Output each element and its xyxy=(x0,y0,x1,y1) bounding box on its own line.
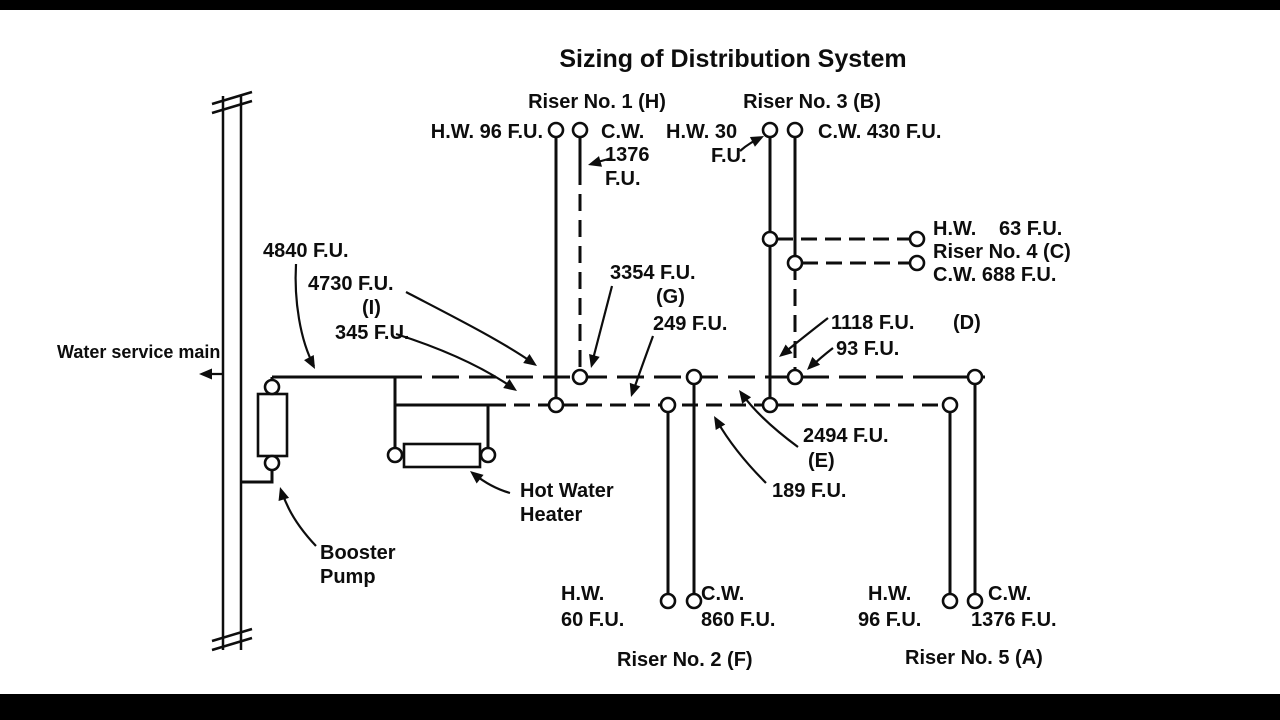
riser4-hw-value: 63 F.U. xyxy=(999,218,1062,240)
riser2-hw-value: 60 F.U. xyxy=(561,609,624,631)
riser3-hw-label: H.W. 30 xyxy=(666,121,737,143)
pipe-fitting xyxy=(659,592,677,610)
riser1-hw-label: H.W. 96 F.U. xyxy=(431,121,543,143)
riser5-cw-value: 1376 F.U. xyxy=(971,609,1057,631)
callout-arrow-heater xyxy=(470,471,511,495)
riser1-cw-units: F.U. xyxy=(605,168,641,190)
callout-arrow-4840 xyxy=(294,263,315,369)
pipe-fitting xyxy=(966,592,984,610)
callout-arrow-3354 xyxy=(589,285,614,368)
heater-label-line2: Heater xyxy=(520,504,582,526)
pipe-fitting xyxy=(786,254,804,272)
pump-return-pipe xyxy=(241,469,274,484)
callout-arrow-189 xyxy=(714,416,767,484)
callout-arrow-249 xyxy=(629,335,655,397)
callout-arrow-hw30 xyxy=(739,136,764,152)
riser5-cw-label: C.W. xyxy=(988,583,1031,605)
annotation-3354-tag: (G) xyxy=(656,286,685,308)
pipe-fitting xyxy=(386,446,404,464)
riser-4-pipes xyxy=(761,230,926,272)
riser1-cw-label: C.W. xyxy=(601,121,644,143)
pipe-fitting xyxy=(941,396,959,414)
hot-water-heater xyxy=(386,377,497,469)
callout-arrow-4730 xyxy=(405,291,537,366)
riser5-title: Riser No. 5 (A) xyxy=(905,647,1043,669)
water-service-main-pipe xyxy=(199,90,253,652)
callout-arrow-93 xyxy=(807,347,834,370)
pipe-fitting xyxy=(908,230,926,248)
callout-arrow-2494 xyxy=(739,390,799,448)
pipe-fitting xyxy=(908,254,926,272)
riser1-cw-value: 1376 xyxy=(605,144,650,166)
pipe-fitting xyxy=(547,396,565,414)
annotation-4730-tag: (I) xyxy=(362,297,381,319)
annotation-1118-tag: (D) xyxy=(953,312,981,334)
flow-arrow-head xyxy=(199,368,212,380)
annotation-4730: 4730 F.U. xyxy=(308,273,394,295)
riser3-cw-label: C.W. 430 F.U. xyxy=(818,121,941,143)
pipe-break-mark xyxy=(211,99,253,115)
callout-arrows xyxy=(278,136,834,547)
pipe-fitting xyxy=(685,592,703,610)
page-title: Sizing of Distribution System xyxy=(559,45,906,73)
callout-arrow-345 xyxy=(395,332,517,391)
pipe-fitting xyxy=(571,121,589,139)
pipe-fitting xyxy=(263,378,281,396)
water-service-main-label: Water service main xyxy=(57,342,220,362)
riser2-cw-label: C.W. xyxy=(701,583,744,605)
riser4-hw-label: H.W. xyxy=(933,218,976,240)
annotation-3354: 3354 F.U. xyxy=(610,262,696,284)
annotation-189: 189 F.U. xyxy=(772,480,846,502)
pipe-fitting xyxy=(571,368,589,386)
riser2-hw-label: H.W. xyxy=(561,583,604,605)
pipe-fitting xyxy=(761,396,779,414)
booster-pump-body xyxy=(256,392,289,458)
booster-pump xyxy=(241,377,289,484)
pipe-fitting xyxy=(966,368,984,386)
pump-label-line1: Booster xyxy=(320,542,396,564)
pipe-fitting xyxy=(547,121,565,139)
annotation-2494-tag: (E) xyxy=(808,450,835,472)
pipe-fitting xyxy=(786,368,804,386)
pump-label-line2: Pump xyxy=(320,566,376,588)
pipe-fitting xyxy=(659,396,677,414)
riser5-hw-label: H.W. xyxy=(868,583,911,605)
annotation-2494: 2494 F.U. xyxy=(803,425,889,447)
letterbox-bottom-bar xyxy=(0,694,1280,720)
riser-3-pipes xyxy=(761,121,804,414)
riser3-title: Riser No. 3 (B) xyxy=(743,91,881,113)
riser4-cw-label: C.W. 688 F.U. xyxy=(933,264,1056,286)
annotation-4840: 4840 F.U. xyxy=(263,240,349,262)
riser2-title: Riser No. 2 (F) xyxy=(617,649,753,671)
heater-body xyxy=(402,442,482,469)
riser5-hw-value: 96 F.U. xyxy=(858,609,921,631)
pipe-fitting xyxy=(761,230,779,248)
pipe-fitting xyxy=(786,121,804,139)
riser4-title: Riser No. 4 (C) xyxy=(933,241,1071,263)
heater-label-line1: Hot Water xyxy=(520,480,614,502)
riser1-title: Riser No. 1 (H) xyxy=(528,91,666,113)
riser-2-pipes xyxy=(659,368,703,610)
riser2-cw-value: 860 F.U. xyxy=(701,609,775,631)
annotation-345: 345 F.U. xyxy=(335,322,409,344)
annotation-1118: 1118 F.U. xyxy=(831,312,914,334)
callout-arrow-1376 xyxy=(588,156,613,167)
pipe-break-mark xyxy=(211,90,253,106)
pipe-fitting xyxy=(941,592,959,610)
callout-arrow-pump xyxy=(278,487,317,547)
annotation-93: 93 F.U. xyxy=(836,338,899,360)
pipe-fitting xyxy=(263,454,281,472)
pipe-break-mark xyxy=(211,627,253,643)
riser-5-pipes xyxy=(941,368,984,610)
callout-arrow-1118 xyxy=(779,317,829,357)
pipe-fitting xyxy=(685,368,703,386)
riser-1-pipes xyxy=(547,121,589,414)
riser3-hw-units: F.U. xyxy=(711,145,747,167)
annotation-249: 249 F.U. xyxy=(653,313,727,335)
letterbox-top-bar xyxy=(0,0,1280,10)
pipe-break-mark xyxy=(211,636,253,652)
pipe-fitting xyxy=(479,446,497,464)
pipe-fitting xyxy=(761,121,779,139)
